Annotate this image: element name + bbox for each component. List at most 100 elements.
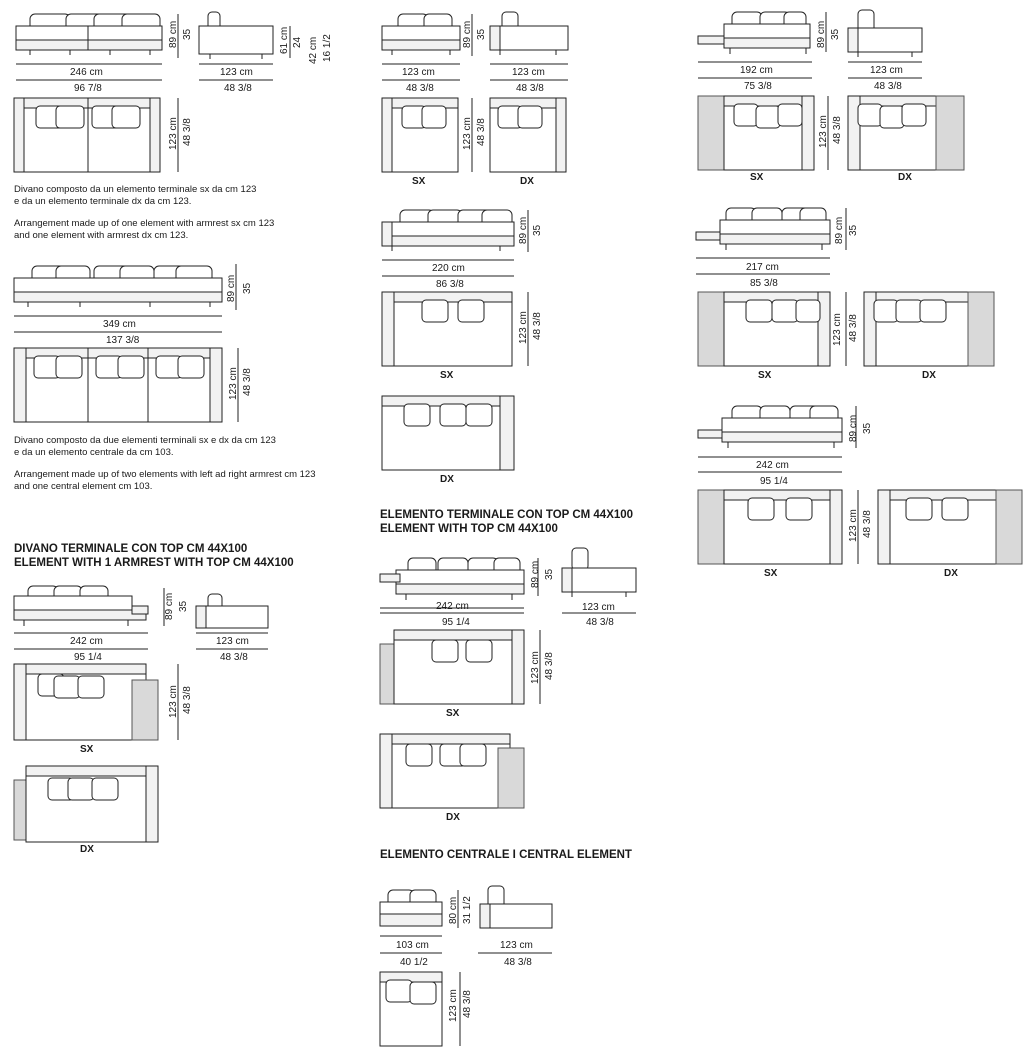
label-dx: DX xyxy=(922,370,936,381)
dim-side-width-inch: 48 3/8 xyxy=(874,81,902,92)
section-heading: ELEMENTO TERMINALE CON TOP CM 44X100 xyxy=(380,509,633,521)
label-sx: SX xyxy=(440,370,454,381)
dim-side-width-inch: 48 3/8 xyxy=(504,957,532,968)
description-en-line: and one central element cm 103. xyxy=(14,481,152,492)
dim-depth: 123 cm xyxy=(462,117,473,150)
section-heading: DIVANO TERMINALE CON TOP CM 44X100 xyxy=(14,543,247,555)
central-element-side-view xyxy=(479,885,553,929)
element-217-top-view-sx xyxy=(697,291,831,367)
dim-seat: 35 xyxy=(178,600,189,612)
dim-seat: 35 xyxy=(862,422,873,434)
dim-depth: 123 cm xyxy=(228,367,239,400)
dim-height: 89 cm xyxy=(834,217,845,244)
dim-depth: 123 cm xyxy=(168,685,179,718)
dim-side-h2: 24 xyxy=(292,36,303,48)
dim-width: 242 cm xyxy=(756,460,789,471)
element-242-front-view xyxy=(379,557,525,600)
dim-depth: 123 cm xyxy=(168,117,179,150)
dim-width: 220 cm xyxy=(432,263,465,274)
dim-height: 89 cm xyxy=(226,275,237,302)
dim-side-width: 123 cm xyxy=(512,67,545,78)
dim-width: 246 cm xyxy=(70,67,103,78)
sofa-242-side-view xyxy=(195,593,269,629)
label-sx: SX xyxy=(750,172,764,183)
element-123-side-view xyxy=(489,11,569,55)
dim-width-inch: 85 3/8 xyxy=(750,278,778,289)
sofa-242-front-view xyxy=(13,585,149,626)
central-element-top-view xyxy=(379,971,443,1047)
dim-width-inch: 95 1/4 xyxy=(442,617,470,628)
dim-height: 89 cm xyxy=(530,561,541,588)
element-242b-front-view xyxy=(697,405,843,448)
element-242-side-view xyxy=(561,547,637,597)
dim-seat: 31 1/2 xyxy=(462,896,473,924)
dim-depth-inch: 48 3/8 xyxy=(462,990,473,1018)
dim-depth-inch: 48 3/8 xyxy=(242,368,253,396)
description-en-line: Arrangement made up of one element with … xyxy=(14,218,274,229)
element-220-top-view-sx xyxy=(381,291,513,367)
element-220-top-view-dx xyxy=(381,395,515,471)
dim-seat: 35 xyxy=(848,224,859,236)
dim-depth-inch: 48 3/8 xyxy=(182,686,193,714)
dim-width-inch: 96 7/8 xyxy=(74,83,102,94)
element-123-front-view xyxy=(381,13,461,55)
dim-height: 80 cm xyxy=(448,897,459,924)
label-sx: SX xyxy=(446,708,460,719)
dim-side-width: 123 cm xyxy=(216,636,249,647)
sofa-246-side-view xyxy=(198,11,274,59)
dim-side-width-inch: 48 3/8 xyxy=(220,652,248,663)
label-dx: DX xyxy=(898,172,912,183)
dim-width-inch: 137 3/8 xyxy=(106,335,140,346)
sofa-246-front-view xyxy=(15,13,163,55)
dim-depth: 123 cm xyxy=(818,115,829,148)
description-it-line: Divano composto da due elementi terminal… xyxy=(14,435,276,446)
dim-side-h4: 16 1/2 xyxy=(322,34,333,62)
dim-width: 103 cm xyxy=(396,940,429,951)
dim-side-width: 123 cm xyxy=(500,940,533,951)
dim-depth-inch: 48 3/8 xyxy=(544,652,555,680)
label-sx: SX xyxy=(80,744,94,755)
element-242-top-view-dx xyxy=(379,733,525,809)
sofa-246-top-view xyxy=(13,97,161,173)
sofa-349-top-view xyxy=(13,347,223,423)
description-it-line: Divano composto da un elemento terminale… xyxy=(14,184,256,195)
dim-width: 349 cm xyxy=(103,319,136,330)
dim-depth: 123 cm xyxy=(530,651,541,684)
element-123-top-view-sx xyxy=(381,97,459,173)
sofa-242-top-view-dx xyxy=(13,765,159,843)
section-heading: ELEMENT WITH 1 ARMREST WITH TOP CM 44X10… xyxy=(14,557,294,569)
dim-width-inch: 95 1/4 xyxy=(760,476,788,487)
description-en-line: Arrangement made up of two elements with… xyxy=(14,469,316,480)
dim-depth: 123 cm xyxy=(518,311,529,344)
sofa-349-front-view xyxy=(13,265,223,307)
dim-depth: 123 cm xyxy=(832,313,843,346)
dim-seat: 35 xyxy=(182,28,193,40)
element-242-top-view-sx xyxy=(379,629,525,705)
dim-seat: 35 xyxy=(476,28,487,40)
dim-side-width: 123 cm xyxy=(220,67,253,78)
description-en-line: and one element with armrest dx cm 123. xyxy=(14,230,188,241)
element-192-side-view xyxy=(847,9,923,57)
label-dx: DX xyxy=(944,568,958,579)
dim-depth: 123 cm xyxy=(848,509,859,542)
element-123-top-view-dx xyxy=(489,97,567,173)
label-sx: SX xyxy=(412,176,426,187)
dim-side-width-inch: 48 3/8 xyxy=(586,617,614,628)
element-192-top-view-dx xyxy=(847,95,965,171)
dim-width-inch: 75 3/8 xyxy=(744,81,772,92)
dim-width-inch: 86 3/8 xyxy=(436,279,464,290)
element-220-front-view xyxy=(381,209,515,251)
dim-width: 242 cm xyxy=(70,636,103,647)
dim-depth-inch: 48 3/8 xyxy=(848,314,859,342)
section-heading: ELEMENTO CENTRALE I CENTRAL ELEMENT xyxy=(380,849,632,861)
section-heading: ELEMENT WITH TOP CM 44X100 xyxy=(380,523,558,535)
element-217-front-view xyxy=(695,207,831,250)
label-dx: DX xyxy=(80,844,94,855)
dim-height: 89 cm xyxy=(164,593,175,620)
dim-depth-inch: 48 3/8 xyxy=(832,116,843,144)
dim-depth-inch: 48 3/8 xyxy=(532,312,543,340)
dim-height: 89 cm xyxy=(168,21,179,48)
sofa-242-top-view-sx xyxy=(13,663,159,741)
